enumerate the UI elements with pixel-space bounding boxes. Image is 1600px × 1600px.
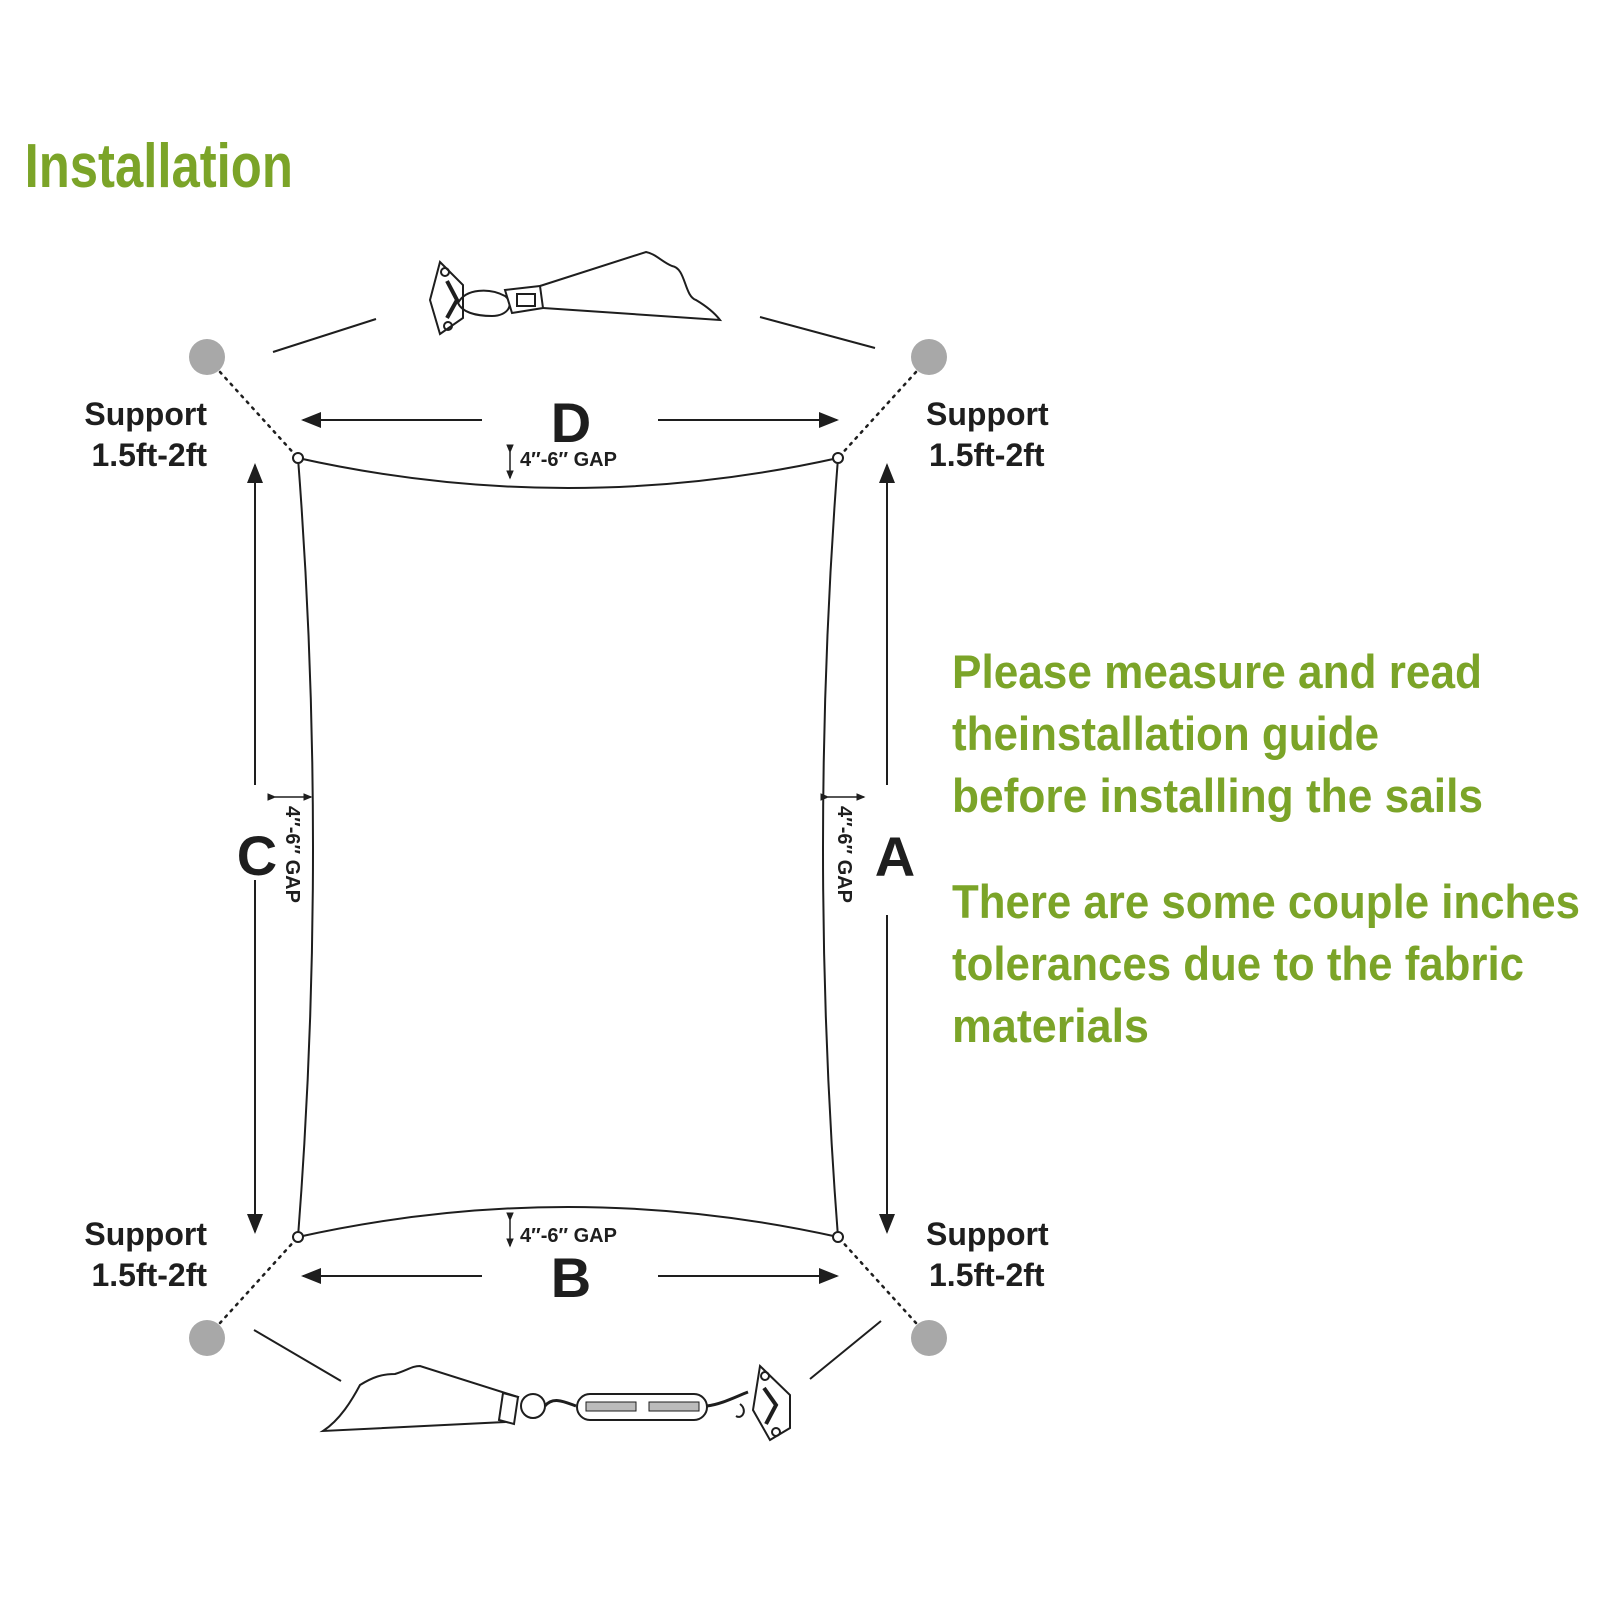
support-post-icon-top-right	[911, 339, 947, 375]
note-1-line-1: Please measure and read	[952, 645, 1482, 698]
gap-label-left: 4″-6″ GAP	[281, 806, 303, 903]
wall-plate-snap-hook-icon	[272, 250, 876, 353]
installation-note-1: Please measure and read theinstallation …	[952, 645, 1483, 822]
note-2-line-1: There are some couple inches	[952, 875, 1580, 928]
sail-corner-ring-tr	[832, 452, 844, 464]
support-label-top-right: Support	[926, 396, 1049, 432]
gap-label-right: 4″-6″ GAP	[833, 806, 855, 903]
installation-note-2: There are some couple inches tolerances …	[952, 875, 1580, 1052]
note-1-line-3: before installing the sails	[952, 769, 1483, 822]
gap-label-top: 4″-6″ GAP	[520, 449, 617, 471]
support-size-top-left: 1.5ft-2ft	[91, 437, 207, 473]
tension-line-bottom-left	[218, 1235, 300, 1325]
page-title: Installation	[25, 132, 293, 201]
note-2-line-2: tolerances due to the fabric	[952, 937, 1524, 990]
side-label-c: C	[237, 824, 277, 887]
side-label-b: B	[551, 1246, 591, 1309]
tension-line-bottom-right	[836, 1235, 918, 1325]
shade-sail-outline	[296, 456, 840, 1239]
support-label-bottom-right: Support	[926, 1216, 1049, 1252]
support-label-bottom-left: Support	[84, 1216, 207, 1252]
support-post-icon-bottom-left	[189, 1320, 225, 1356]
sail-corner-ring-bl	[292, 1231, 304, 1243]
support-size-top-right: 1.5ft-2ft	[929, 437, 1045, 473]
gap-label-bottom: 4″-6″ GAP	[520, 1225, 617, 1247]
support-label-top-left: Support	[84, 396, 207, 432]
side-label-d: D	[551, 391, 591, 454]
support-post-icon-top-left	[189, 339, 225, 375]
sail-corner-ring-tl	[292, 452, 304, 464]
note-2-line-3: materials	[952, 999, 1149, 1052]
side-label-a: A	[875, 825, 915, 888]
turnbuckle-icon	[253, 1320, 882, 1442]
tension-line-top-right	[836, 370, 918, 460]
note-1-line-2: theinstallation guide	[952, 707, 1379, 760]
sail-corner-ring-br	[832, 1231, 844, 1243]
support-size-bottom-left: 1.5ft-2ft	[91, 1257, 207, 1293]
tension-line-top-left	[218, 370, 300, 460]
support-size-bottom-right: 1.5ft-2ft	[929, 1257, 1045, 1293]
support-post-icon-bottom-right	[911, 1320, 947, 1356]
